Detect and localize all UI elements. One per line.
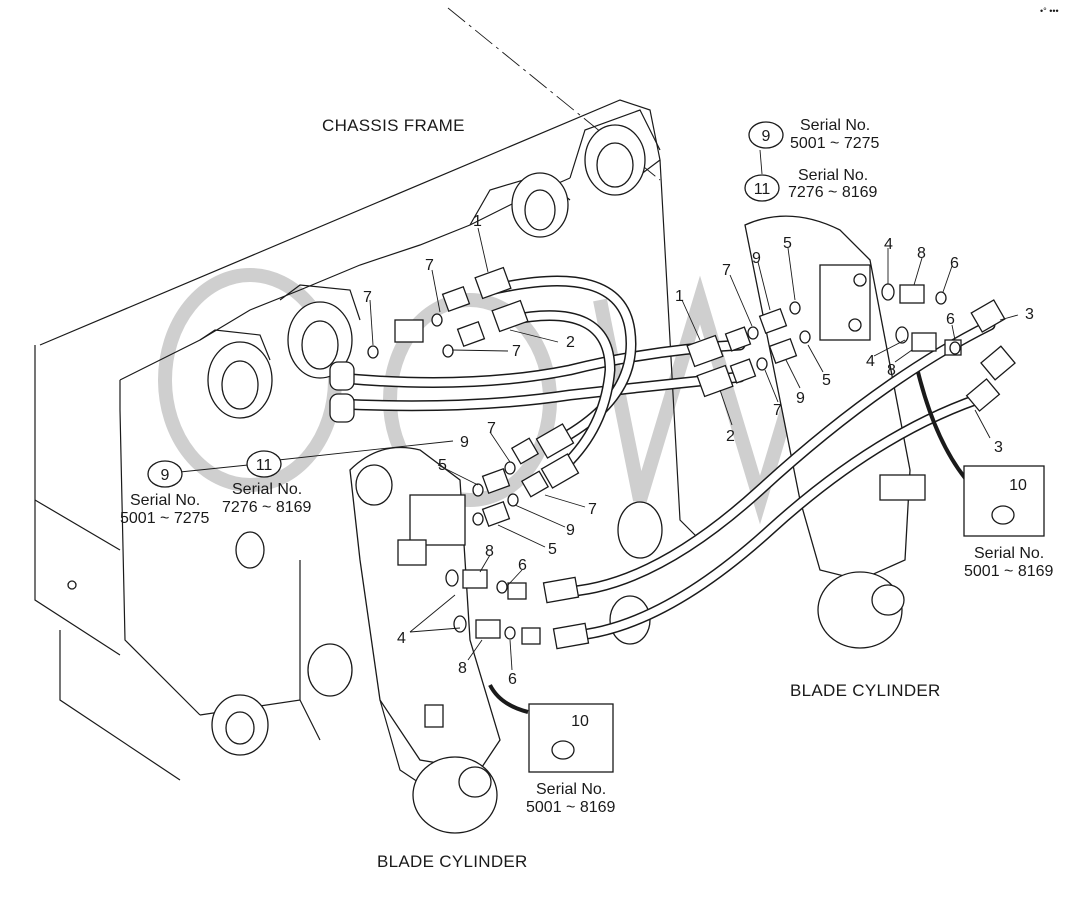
blade-cylinder-bottom-label: BLADE CYLINDER bbox=[377, 852, 528, 871]
serial-label: Serial No. bbox=[232, 481, 302, 498]
part-number: 6 bbox=[950, 255, 959, 272]
part-number: 7 bbox=[722, 262, 731, 279]
part-number: 2 bbox=[566, 334, 575, 351]
serial-range: 5001 ~ 7275 bbox=[120, 510, 210, 527]
part-10-box-right: 10 Serial No. 5001 ~ 8169 bbox=[963, 465, 1054, 580]
part-number: 9 bbox=[566, 522, 575, 539]
serial-range: 5001 ~ 8169 bbox=[964, 563, 1054, 580]
part-number: 9 bbox=[752, 250, 761, 267]
hoses bbox=[334, 275, 996, 642]
callout-circle-9-top: 9 bbox=[762, 128, 771, 145]
part-number: 6 bbox=[946, 311, 955, 328]
callout-circle-11-left: 11 bbox=[256, 457, 273, 474]
left-serial-callout: 9 11 Serial No. 5001 ~ 7275 Serial No. 7… bbox=[120, 450, 312, 527]
part-number: 1 bbox=[675, 288, 684, 305]
serial-label: Serial No. bbox=[798, 167, 868, 184]
part-10-box-bottom: 10 Serial No. 5001 ~ 8169 bbox=[526, 703, 616, 816]
part-number: 8 bbox=[458, 660, 467, 677]
serial-label: Serial No. bbox=[974, 545, 1044, 562]
part-number: 5 bbox=[783, 235, 792, 252]
part-number: 8 bbox=[485, 543, 494, 560]
part-number: 4 bbox=[884, 236, 893, 253]
serial-range: 7276 ~ 8169 bbox=[222, 499, 312, 516]
part-number: 6 bbox=[508, 671, 517, 688]
part-number: 10 bbox=[1009, 477, 1027, 494]
serial-range: 5001 ~ 8169 bbox=[526, 799, 616, 816]
part-number: 9 bbox=[796, 390, 805, 407]
blade-cylinder-right bbox=[744, 215, 926, 649]
part-number: 5 bbox=[548, 541, 557, 558]
part-number: 7 bbox=[363, 289, 372, 306]
callout-circle-11-top: 11 bbox=[754, 181, 771, 198]
part-number: 5 bbox=[822, 372, 831, 389]
o-rings bbox=[367, 283, 961, 640]
part-number-labels: 1 1 2 2 3 3 4 4 4 5 5 5 5 6 6 6 6 7 7 7 … bbox=[363, 213, 1034, 688]
corner-mark: •° ••• bbox=[1040, 6, 1059, 16]
top-serial-callout: 9 11 Serial No. 5001 ~ 7275 Serial No. 7… bbox=[744, 117, 880, 202]
part-number: 4 bbox=[397, 630, 406, 647]
part-number: 2 bbox=[726, 428, 735, 445]
part-number: 4 bbox=[866, 353, 875, 370]
part-number: 8 bbox=[887, 362, 896, 379]
part-number: 10 bbox=[571, 713, 589, 730]
part-number: 7 bbox=[773, 402, 782, 419]
serial-label: Serial No. bbox=[536, 781, 606, 798]
chassis-frame-label: CHASSIS FRAME bbox=[322, 116, 465, 135]
part-number: 9 bbox=[460, 434, 469, 451]
blade-cylinder-bottom bbox=[349, 446, 501, 834]
chassis-frame bbox=[34, 7, 701, 781]
serial-label: Serial No. bbox=[800, 117, 870, 134]
part-number: 3 bbox=[1025, 306, 1034, 323]
part-number: 7 bbox=[512, 343, 521, 360]
serial-label: Serial No. bbox=[130, 492, 200, 509]
blade-cylinder-right-label: BLADE CYLINDER bbox=[790, 681, 941, 700]
part-number: 1 bbox=[473, 213, 482, 230]
serial-range: 7276 ~ 8169 bbox=[788, 184, 878, 201]
part-number: 3 bbox=[994, 439, 1003, 456]
indicator-arrows bbox=[488, 371, 967, 714]
serial-range: 5001 ~ 7275 bbox=[790, 135, 880, 152]
part-number: 6 bbox=[518, 557, 527, 574]
part-number: 5 bbox=[438, 457, 447, 474]
callout-circle-9-left: 9 bbox=[161, 467, 170, 484]
leader-lines bbox=[179, 149, 1019, 671]
part-number: 7 bbox=[425, 257, 434, 274]
part-number: 7 bbox=[487, 420, 496, 437]
part-number: 8 bbox=[917, 245, 926, 262]
fittings bbox=[329, 266, 1016, 650]
part-number: 7 bbox=[588, 501, 597, 518]
